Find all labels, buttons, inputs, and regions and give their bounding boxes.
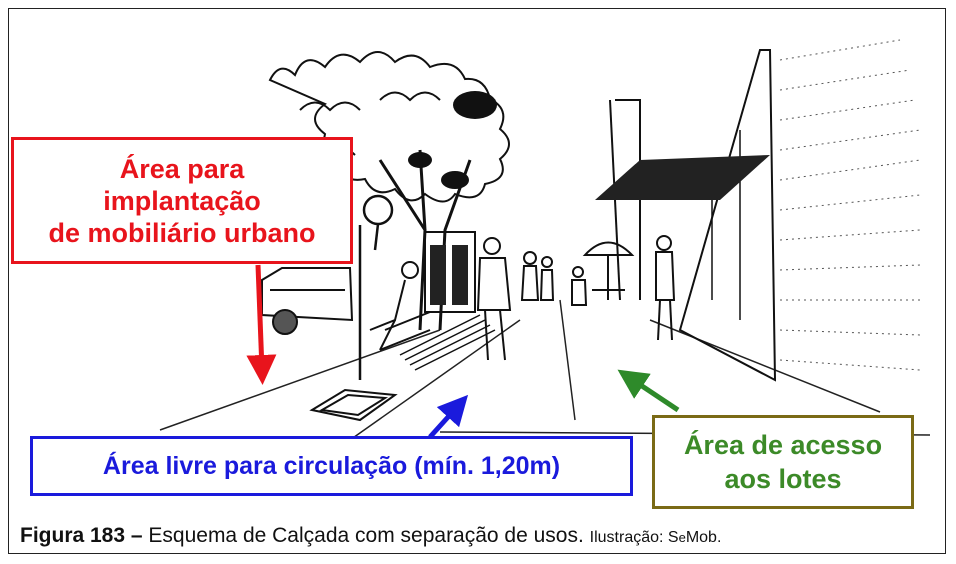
- parked-car: [261, 267, 354, 335]
- arrow-blue: [428, 394, 469, 439]
- caption-figure-number: Figura 183 –: [20, 524, 143, 547]
- caption-credit-prefix: Ilustração: S: [589, 529, 679, 546]
- pedestrians: [476, 237, 588, 361]
- caption-credit-small: e: [678, 530, 686, 545]
- label-mobiliario-line1: Área para: [119, 153, 245, 184]
- label-circulacao: Área livre para circulação (mín. 1,20m): [30, 436, 633, 496]
- building: [609, 49, 777, 382]
- caption-credit: Ilustração: SeMob.: [590, 529, 722, 546]
- tree-grate: [399, 314, 496, 371]
- label-mobiliario: Área para implantação de mobiliário urba…: [11, 137, 353, 264]
- manhole: [309, 388, 398, 422]
- label-acesso-line1: Área de acesso: [683, 430, 883, 460]
- cafe-table: [582, 241, 635, 300]
- label-circulacao-text: Área livre para circulação (mín. 1,20m): [102, 451, 561, 480]
- kiosk: [424, 231, 476, 313]
- bench-person: [369, 261, 431, 351]
- arrow-red: [246, 264, 277, 385]
- label-acesso-line2: aos lotes: [724, 464, 842, 494]
- brick-wall: [779, 39, 921, 371]
- street-sign: [358, 194, 394, 380]
- caption-credit-suffix: Mob.: [685, 529, 722, 546]
- caption-text: Esquema de Calçada com separação de usos…: [142, 524, 590, 547]
- awning: [595, 155, 770, 200]
- arrow-green: [617, 369, 680, 413]
- label-mobiliario-line2: implantação: [103, 185, 261, 216]
- label-acesso: Área de acesso aos lotes: [652, 415, 914, 509]
- figure-caption: Figura 183 – Esquema de Calçada com sepa…: [20, 524, 721, 548]
- label-mobiliario-line3: de mobiliário urbano: [48, 217, 316, 248]
- standing-person: [655, 235, 676, 341]
